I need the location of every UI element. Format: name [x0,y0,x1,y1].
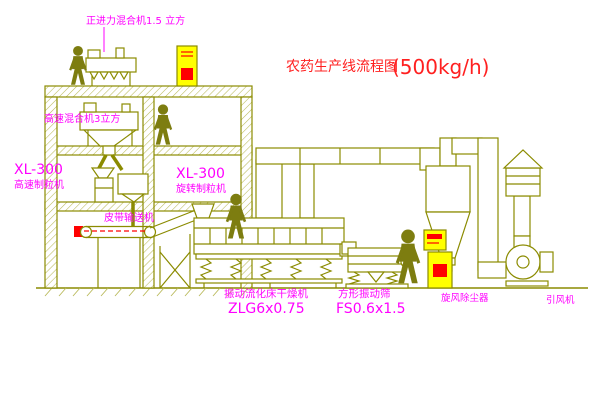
diagram-title: 农药生产线流程图 [286,59,398,75]
granulator-right-model-label: XL-300 [176,166,225,182]
belt-conveyor-machine [74,209,197,289]
worker-roof [69,45,87,85]
granulator-left-model-label: XL-300 [14,162,63,178]
fan-label: 引风机 [546,294,575,306]
dryer-name-label: 振动流化床干燥机 [224,287,308,300]
top-mixer-label: 正进力混合机1.5 立方 [86,14,185,27]
fluid-bed-dryer-machine [191,203,355,288]
induced-draft-fan-machine [505,235,554,287]
worker-ground [395,229,421,284]
cyclone-separator-machine [419,137,483,272]
granulator-machines [90,167,149,226]
diagram-title-capacity: (500kg/h) [392,55,489,79]
granulator-left-name-label: 高速制粒机 [14,178,64,191]
granulator-right-name-label: 旋转制粒机 [176,182,226,195]
stack-and-duct [477,137,544,279]
dryer-springs [199,258,333,280]
control-cabinet-floor [427,251,453,289]
roof-mixer-machine [85,27,137,86]
high-speed-mixer-machine [79,102,139,171]
belt-conveyor-label: 皮带输送机 [104,211,154,224]
cyclone-label: 旋风除尘器 [441,292,489,304]
floor-mixer-label: 高速混合机3立方 [44,112,120,125]
dryer-model-label: ZLG6x0.75 [228,301,305,317]
sieve-name-label: 方形振动筛 [338,287,391,300]
worker-floor2 [153,104,173,145]
control-cabinet-roof [176,45,198,87]
sieve-model-label: FS0.6x1.5 [336,301,406,317]
control-cabinet-small [423,229,447,251]
exhaust-duct [255,147,435,219]
ground-line [36,287,588,297]
